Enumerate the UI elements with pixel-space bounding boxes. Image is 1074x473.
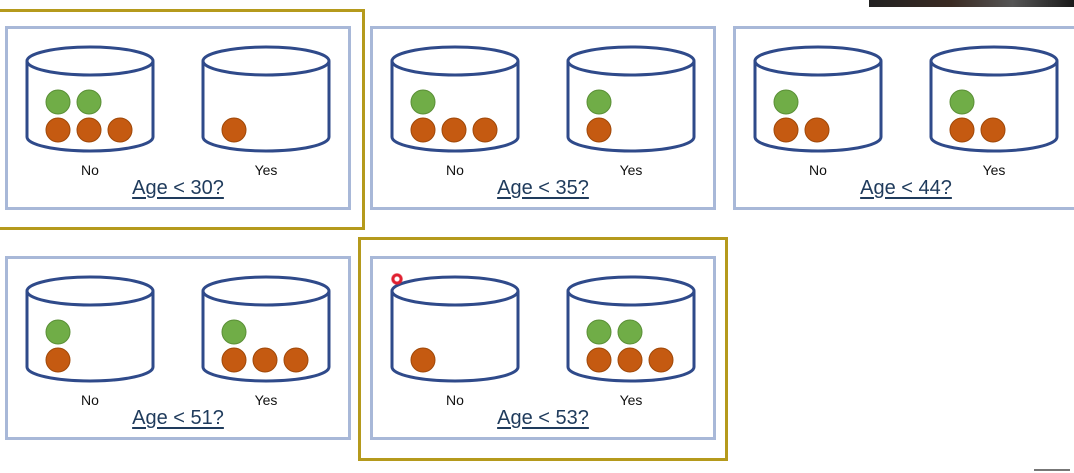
no-bin — [753, 45, 883, 153]
bin-rim — [929, 45, 1059, 77]
split-question: Age < 35? — [497, 177, 589, 199]
bin-rim — [390, 275, 520, 307]
green-ball — [949, 89, 975, 115]
no-bin — [25, 45, 155, 153]
orange-ball — [76, 117, 102, 143]
green-ball — [45, 89, 71, 115]
yes-label: Yes — [982, 162, 1006, 178]
webcam-thumbnail — [869, 0, 1074, 7]
split-panel-age-30: No Yes Age < 30? — [5, 26, 351, 210]
bin-rim — [566, 275, 696, 307]
orange-ball — [804, 117, 830, 143]
split-panel-age-35: No Yes Age < 35? — [370, 26, 716, 210]
yes-label: Yes — [254, 162, 278, 178]
no-label: No — [446, 392, 464, 408]
split-question: Age < 44? — [860, 177, 952, 199]
split-question: Age < 53? — [497, 407, 589, 429]
orange-ball — [617, 347, 643, 373]
no-bin — [390, 45, 520, 153]
orange-ball — [410, 347, 436, 373]
bin-rim — [25, 45, 155, 77]
yes-label: Yes — [619, 392, 643, 408]
bin-rim — [390, 45, 520, 77]
orange-ball — [45, 117, 71, 143]
bins-graphic — [25, 275, 331, 383]
orange-ball — [45, 347, 71, 373]
bin-rim — [25, 275, 155, 307]
green-ball — [221, 319, 247, 345]
split-panel-age-44: No Yes Age < 44? — [733, 26, 1074, 210]
bins-graphic — [390, 275, 696, 383]
no-label: No — [81, 162, 99, 178]
bins-graphic — [753, 45, 1059, 153]
bins-graphic — [390, 45, 696, 153]
yes-label: Yes — [619, 162, 643, 178]
no-label: No — [809, 162, 827, 178]
yes-label: Yes — [254, 392, 278, 408]
orange-ball — [441, 117, 467, 143]
orange-ball — [221, 117, 247, 143]
yes-bin — [929, 45, 1059, 153]
no-label: No — [81, 392, 99, 408]
split-question: Age < 51? — [132, 407, 224, 429]
split-panel-age-51: No Yes Age < 51? — [5, 256, 351, 440]
bins-graphic — [25, 45, 331, 153]
orange-ball — [221, 347, 247, 373]
no-bin — [25, 275, 155, 383]
orange-ball — [586, 347, 612, 373]
green-ball — [617, 319, 643, 345]
green-ball — [586, 89, 612, 115]
highlight-frame-1 — [0, 9, 365, 230]
orange-ball — [283, 347, 309, 373]
green-ball — [410, 89, 436, 115]
orange-ball — [107, 117, 133, 143]
orange-ball — [410, 117, 436, 143]
orange-ball — [949, 117, 975, 143]
split-question: Age < 30? — [132, 177, 224, 199]
yes-bin — [201, 45, 331, 153]
bin-rim — [201, 275, 331, 307]
orange-ball — [980, 117, 1006, 143]
bin-rim — [566, 45, 696, 77]
highlight-frame-5 — [358, 237, 728, 461]
laser-pointer-icon — [391, 273, 403, 285]
yes-bin — [201, 275, 331, 383]
green-ball — [76, 89, 102, 115]
no-bin — [390, 275, 520, 383]
yes-bin — [566, 275, 696, 383]
green-ball — [586, 319, 612, 345]
orange-ball — [586, 117, 612, 143]
green-ball — [45, 319, 71, 345]
orange-ball — [472, 117, 498, 143]
no-label: No — [446, 162, 464, 178]
bin-rim — [201, 45, 331, 77]
split-panel-age-53: No Yes Age < 53? — [370, 256, 716, 440]
scroll-indicator — [1034, 469, 1070, 471]
yes-bin — [566, 45, 696, 153]
orange-ball — [252, 347, 278, 373]
bin-rim — [753, 45, 883, 77]
orange-ball — [773, 117, 799, 143]
green-ball — [773, 89, 799, 115]
orange-ball — [648, 347, 674, 373]
